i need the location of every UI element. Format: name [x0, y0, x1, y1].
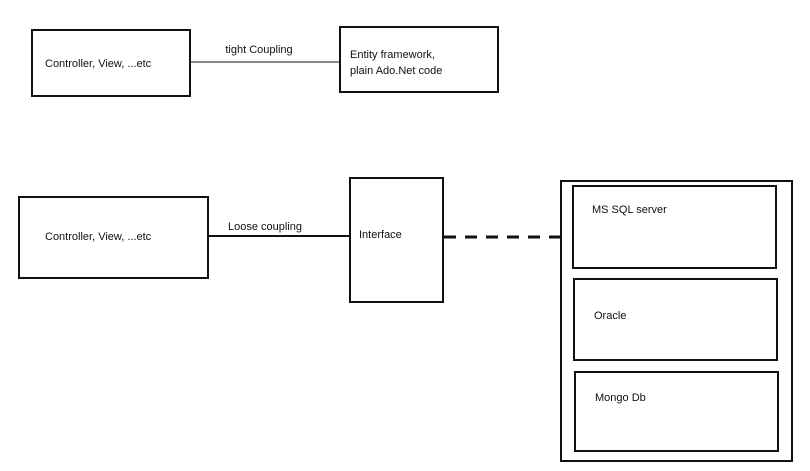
tight-consumer-label: Controller, View, ...etc [45, 58, 152, 70]
datastore-box-oracle: Oracle [573, 278, 778, 361]
datastore-label-mongodb: Mongo Db [595, 392, 646, 404]
tight-coupling-label: tight Coupling [225, 44, 293, 56]
datastore-label-mssql: MS SQL server [592, 204, 667, 216]
interface-box: Interface [349, 177, 444, 303]
tight-provider-box: Entity framework, plain Ado.Net code [339, 26, 499, 93]
tight-provider-label-line2: plain Ado.Net code [350, 65, 443, 77]
loose-coupling-label: Loose coupling [227, 221, 302, 233]
datastore-label-oracle: Oracle [594, 310, 627, 322]
datastore-box-mssql: MS SQL server [572, 185, 777, 269]
tight-consumer-box: Controller, View, ...etc [31, 29, 191, 97]
loose-consumer-label: Controller, View, ...etc [45, 231, 152, 243]
datastore-box-mongodb: Mongo Db [574, 371, 779, 452]
loose-consumer-box: Controller, View, ...etc [18, 196, 209, 279]
tight-provider-label-line1: Entity framework, [350, 49, 435, 61]
interface-label: Interface [359, 229, 402, 241]
